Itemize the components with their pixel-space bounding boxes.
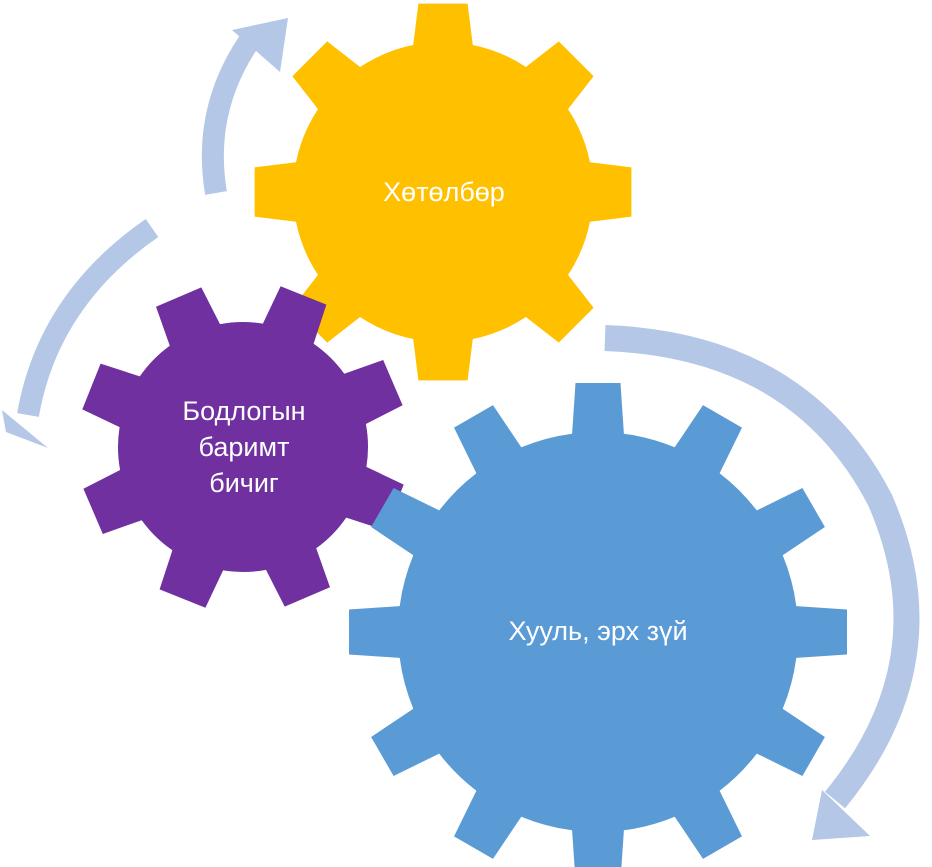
gear-purple: [82, 286, 404, 608]
gear-label-bodlogyn-barimt-bichig: Бодлогын баримт бичиг: [182, 396, 306, 498]
gear-blue: [349, 383, 847, 867]
cycle-arrow-left: [17, 218, 159, 417]
cycle-arrow-right: [604, 325, 920, 809]
gear-label-khuul-erkh-zui: Хууль, эрх зүй: [508, 616, 688, 646]
gear-label-hotolbor: Хөтөлбөр: [383, 177, 505, 207]
cycle-arrow-left-head: [2, 410, 48, 448]
cycle-arrow-top-head: [232, 18, 288, 72]
cycle-arrow-top: [201, 33, 260, 195]
gear-yellow: [254, 3, 632, 381]
cycle-arrow-right-head: [812, 790, 870, 840]
